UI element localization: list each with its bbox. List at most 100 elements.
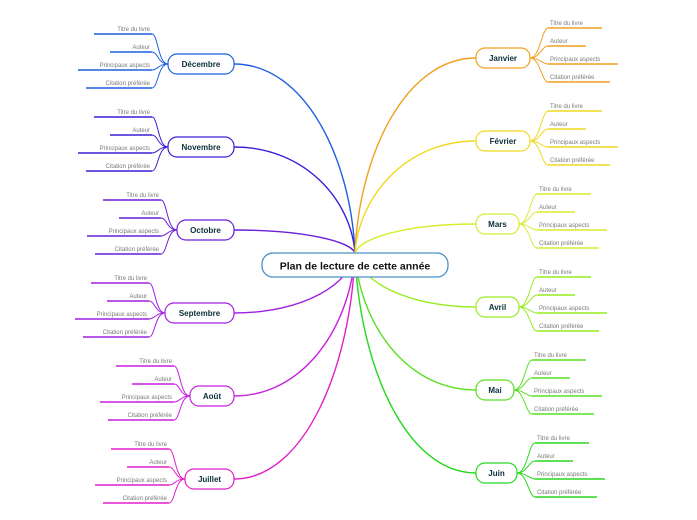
leaf-label[interactable]: Titre du livre [539,270,572,276]
branch-box[interactable] [167,53,235,75]
leaf-label[interactable]: Citation préférée [539,324,584,330]
leaf-label[interactable]: Principaux aspects [100,63,150,69]
leaf-label[interactable]: Citation préférée [128,413,173,419]
leaf-label[interactable]: Citation préférée [534,407,579,413]
branch-fevrier[interactable]: Février [475,130,531,152]
leaf-label[interactable]: Titre du livre [550,21,583,27]
leaf-connector [529,140,549,166]
branch-label: Avril [489,303,507,312]
connector-novembre [233,146,356,254]
leaf-connector [151,33,169,65]
leaf-label[interactable]: Citation préférée [106,81,151,87]
leaf-label[interactable]: Citation préférée [550,158,595,164]
branch-box[interactable] [475,296,520,318]
leaf-label[interactable]: Principaux aspects [539,223,589,229]
leaf-connector [160,199,178,231]
leaf-label[interactable]: Titre du livre [134,442,167,448]
leaf-label[interactable]: Citation préférée [539,241,584,247]
leaf-label[interactable]: Auteur [129,294,147,300]
branch-janvier[interactable]: Janvier [475,47,531,69]
leaf-label[interactable]: Principaux aspects [539,306,589,312]
branch-box[interactable] [164,302,235,324]
leaf-connector [516,442,536,474]
branch-box[interactable] [189,385,235,407]
leaf-label[interactable]: Titre du livre [126,193,159,199]
leaf-label[interactable]: Principaux aspects [117,478,167,484]
leaf-label[interactable]: Principaux aspects [550,140,600,146]
leaf-label[interactable]: Principaux aspects [537,472,587,478]
branch-octobre[interactable]: Octobre [176,219,235,241]
leaf-label[interactable]: Principaux aspects [100,146,150,152]
leaf-label[interactable]: Auteur [550,39,568,45]
leaf-connector [151,116,169,148]
branch-mai[interactable]: Mai [475,379,515,401]
connector-octobre [233,229,356,254]
branch-box[interactable] [475,130,531,152]
branch-juillet[interactable]: Juillet [184,468,235,490]
branch-juin[interactable]: Juin [475,462,518,484]
leaf-label[interactable]: Titre du livre [114,276,147,282]
leaf-connector [513,359,533,391]
leaf-label[interactable]: Titre du livre [117,110,150,116]
leaf-label[interactable]: Titre du livre [539,187,572,193]
leaf-label[interactable]: Titre du livre [537,436,570,442]
leaf-label[interactable]: Auteur [149,460,167,466]
branch-box[interactable] [475,462,518,484]
leaf-connector [148,312,166,338]
leaf-label[interactable]: Auteur [539,205,557,211]
leaf-label[interactable]: Auteur [132,45,150,51]
branch-decembre[interactable]: Décembre [167,53,235,75]
branch-box[interactable] [475,213,520,235]
leaf-label[interactable]: Principaux aspects [122,395,172,401]
branch-box[interactable] [176,219,235,241]
leaf-label[interactable]: Citation préférée [123,496,168,502]
branch-aout[interactable]: Août [189,385,235,407]
leaf-label[interactable]: Auteur [154,377,172,383]
connector-fevrier [354,140,477,254]
branch-label: Décembre [182,60,221,69]
branch-box[interactable] [167,136,235,158]
leaf-label[interactable]: Principaux aspects [109,229,159,235]
leaf-label[interactable]: Citation préférée [103,330,148,336]
leaf-connector [513,389,533,415]
leaf-label[interactable]: Auteur [539,288,557,294]
leaf-label[interactable]: Citation préférée [106,164,151,170]
leaf-label[interactable]: Titre du livre [139,359,172,365]
branch-box[interactable] [475,379,515,401]
leaf-label[interactable]: Titre du livre [117,27,150,33]
leaf-label[interactable]: Citation préférée [537,490,582,496]
branch-label: Septembre [179,309,221,318]
leaf-label[interactable]: Auteur [534,371,552,377]
leaf-label[interactable]: Citation préférée [115,247,160,253]
leaf-label[interactable]: Auteur [550,122,568,128]
leaf-connector [518,306,538,332]
branch-box[interactable] [475,47,531,69]
branch-label: Août [203,392,222,401]
branch-avril[interactable]: Avril [475,296,520,318]
branch-novembre[interactable]: Novembre [167,136,235,158]
connector-juin [354,252,477,474]
central-topic[interactable]: Plan de lecture de cette année [261,252,449,278]
central-topic-box[interactable] [261,252,449,278]
leaf-label[interactable]: Titre du livre [550,104,583,110]
leaf-label[interactable]: Titre du livre [534,353,567,359]
leaf-label[interactable]: Principaux aspects [97,312,147,318]
leaf-label[interactable]: Principaux aspects [534,389,584,395]
branch-mars[interactable]: Mars [475,213,520,235]
connector-mai [354,252,477,391]
leaf-label[interactable]: Principaux aspects [550,57,600,63]
connector-mars [354,223,477,254]
branch-label: Février [490,137,517,146]
connector-decembre [233,63,356,254]
leaf-label[interactable]: Auteur [141,211,159,217]
leaf-label[interactable]: Auteur [132,128,150,134]
leaf-connector [529,57,549,83]
branch-septembre[interactable]: Septembre [164,302,235,324]
leaf-label[interactable]: Auteur [537,454,555,460]
leaf-connector [168,478,186,504]
branch-label: Novembre [181,143,221,152]
branch-box[interactable] [184,468,235,490]
branch-connectors [75,27,618,504]
leaf-label[interactable]: Citation préférée [550,75,595,81]
